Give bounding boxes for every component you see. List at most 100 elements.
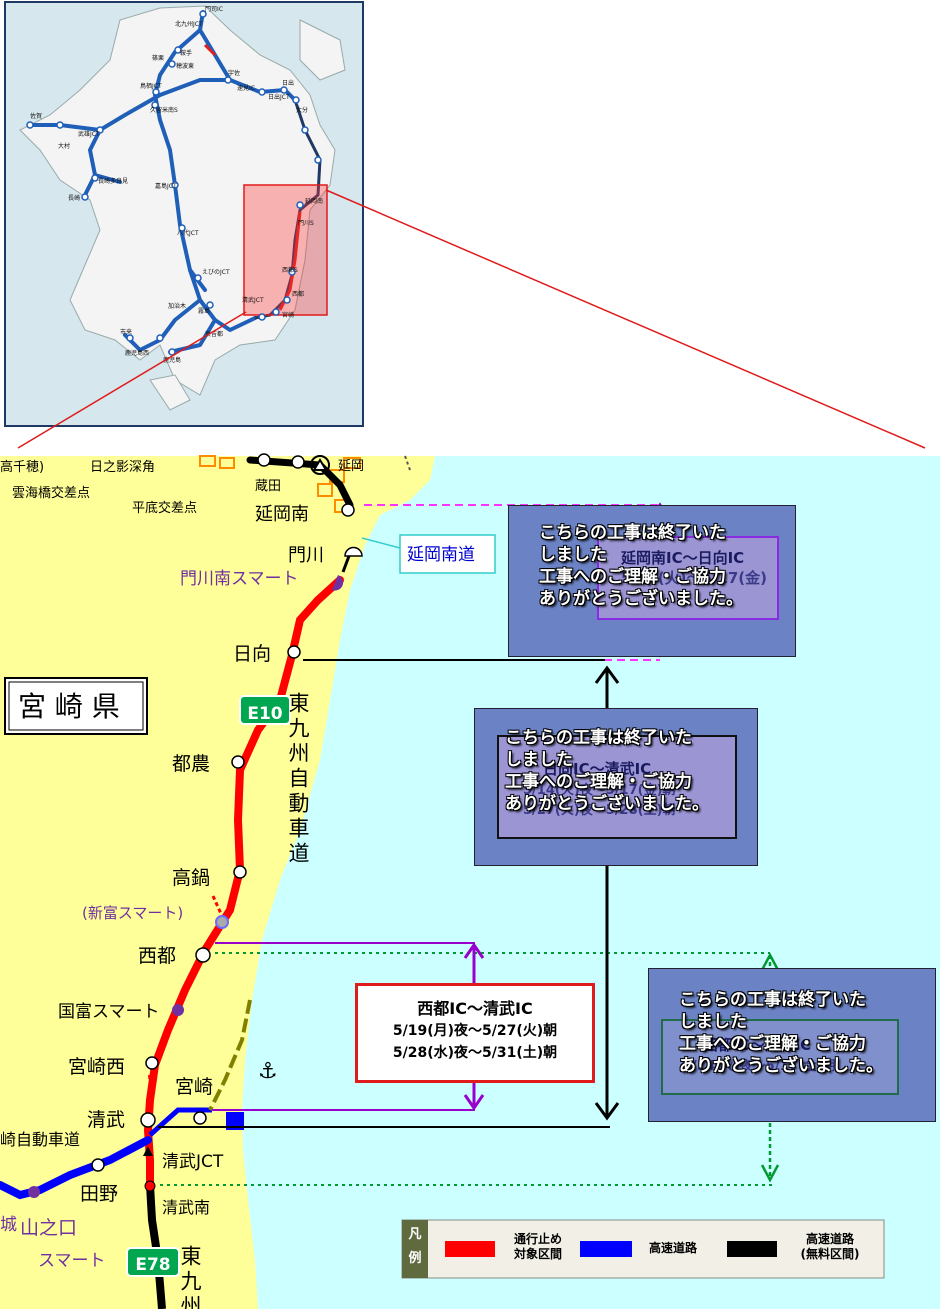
inset-label: 長崎 [68,194,80,202]
legend-expressway-text: 高速道路 [648,1241,697,1255]
legend-free-label: 高速道路 (無料区間) [782,1232,878,1262]
notice-done-line: ありがとうございました。 [539,589,743,609]
label-edge: 城 [0,1215,17,1235]
ic-marker [193,1111,207,1125]
notice-done-line: 工事へのご理解・ご協力 [679,1034,866,1054]
label-takachiho: 高千穂) [0,459,44,475]
notice-hidden-dates-2a: 5/14(火)夜～5/17(金)朝 [523,783,676,798]
inset-label: 八代JCT [177,229,199,237]
ic-marker [291,455,305,469]
inset-label: 北九州JCT [175,20,203,28]
label-miyazaki: 宮崎 [175,1076,213,1098]
notice-done-line: しました [539,545,607,565]
notice-completed-3: 西都IC～清武IC 5/14(火)夜～5/17(金)朝 こちらの工事は終了いた … [648,968,936,1122]
inset-label: 西都S [282,266,298,274]
ic-marker [233,865,247,879]
legend-closed-line1: 通行止め [513,1232,562,1246]
inset-label: 鳥栖JCT [140,82,162,90]
notice-completed-1: 延岡南IC～日向IC 5/14(火)～5/17(金) こちらの工事は終了いた し… [508,505,796,657]
ic-marker [145,1056,159,1070]
highlight-area [243,184,328,316]
shintomi-marker [215,915,229,929]
active-notice-line1: 5/19(月)夜～5/27(火)朝 [392,1023,558,1039]
inset-label: 市来 [120,328,132,336]
ic-marker [287,645,301,659]
notice-done-line: しました [505,750,573,770]
notice-done-line: 工事へのご理解・ご協力 [505,772,692,792]
inset-label: 加治木 [168,302,186,310]
inset-label: 速見IC [237,85,255,92]
notice-hidden-section-1: 延岡南IC～日向IC [621,549,745,567]
notice-done-line: こちらの工事は終了いた [505,728,692,748]
inset-label: 嘉島JCT [155,182,177,190]
inset-label: 宇佐 [228,69,240,77]
legend [401,1219,885,1279]
inset-label: 穂波東 [176,62,194,70]
legend-swatch-free [727,1241,777,1257]
inset-label: 霧島 [198,307,210,315]
inset-label: 長崎多良見 [98,177,128,185]
inset-label: 宮崎 [282,311,294,319]
notice-done-line: しました [679,1012,747,1032]
badge-e10: E10 [247,704,282,724]
callout-nobeoka-minami-road: 延岡南道 [407,545,475,565]
legend-title: 凡例 [408,1227,422,1266]
label-hirasoko: 平底交差点 [132,500,197,516]
notice-hidden-box-1: 延岡南IC～日向IC 5/14(火)～5/17(金) [597,536,779,620]
inset-label: 鹿児島 [163,356,181,364]
label-kunitomi-smart: 国富スマート [58,1002,160,1022]
label-tano: 田野 [80,1183,118,1205]
prefecture-label: 宮 崎 県 [18,690,120,723]
inset-label: 鞍手 [180,49,192,57]
notice-hidden-dates-1: 5/14(火)～5/17(金) [621,569,768,587]
label-shintomi-smart: (新富スマート) [82,904,183,922]
legend-closed-line2: 対象区間 [513,1247,562,1261]
notice-completed-2: 日向IC～清武IC 5/14(火)夜～5/17(金)朝 5/27(火)夜～5/2… [474,708,758,866]
inset-label: えびのJCT [202,268,230,276]
label-kiyotake-jct: 清武JCT [162,1152,224,1172]
active-notice-section: 西都IC～清武IC [417,999,533,1018]
notice-done-line: こちらの工事は終了いた [679,990,866,1010]
legend-swatch-expressway [580,1241,632,1257]
label-miyazaki-expressway: 崎自動車道 [0,1130,80,1149]
label-kumata: 蔵田 [255,479,281,494]
label-kadogawa-smart: 門川南スマート [180,569,299,589]
ic-marker [231,755,245,769]
kadogawa-smart-marker [332,575,344,591]
label-yamanokuchi-1: 山之口 [20,1217,77,1239]
notice-done-text-1: こちらの工事は終了いた しました 工事へのご理解・ご協力 ありがとうございました… [539,522,789,610]
inset-label: 日出 [282,79,294,87]
inset-label: 門川S [298,220,314,227]
label-takanabe: 高鍋 [172,867,210,889]
inset-label: 篠栗 [152,54,164,62]
notice-done-line: ありがとうございました。 [505,794,709,814]
legend-free-line1: 高速道路 [805,1232,854,1246]
expressway-name-vertical-2: 東九州 [178,1245,202,1309]
label-yamanokuchi-2: スマート [38,1251,106,1271]
notice-done-line: ありがとうございました。 [679,1056,883,1076]
label-tsuno: 都農 [172,753,210,775]
inset-label: 延岡南 [305,197,323,205]
notice-done-text-3: こちらの工事は終了いた しました 工事へのご理解・ご協力 ありがとうございました… [679,989,929,1077]
inset-label: 東吉都 [205,330,223,338]
ic-marker [195,947,211,963]
legend-expressway-label: 高速道路 [638,1241,708,1256]
kunitomi-marker [172,1004,184,1016]
inset-label: 武雄JCT [78,130,100,138]
inset-label: 久留米南S [150,106,178,114]
yamanokuchi-marker [28,1186,40,1198]
notice-hidden-dates-3: 5/14(火)夜～5/17(金)朝 [683,1059,836,1074]
label-kadogawa: 門川 [288,545,324,566]
legend-swatch-closed [445,1241,495,1257]
notice-done-line: こちらの工事は終了いた [539,523,726,543]
label-miyazaki-nishi: 宮崎西 [68,1056,125,1078]
anchor-icon: ⚓ [258,1059,278,1084]
label-kiyotake-minami: 清武南 [162,1198,210,1217]
ic-marker [257,453,271,467]
legend-free-line2: (無料区間) [800,1247,860,1261]
notice-hidden-section-2: 日向IC～清武IC [543,760,652,778]
label-kiyotake: 清武 [87,1109,125,1131]
inset-label: 佐賀 [30,112,42,120]
main-map: ⚓ [0,453,940,1309]
port-icon [226,1112,244,1130]
